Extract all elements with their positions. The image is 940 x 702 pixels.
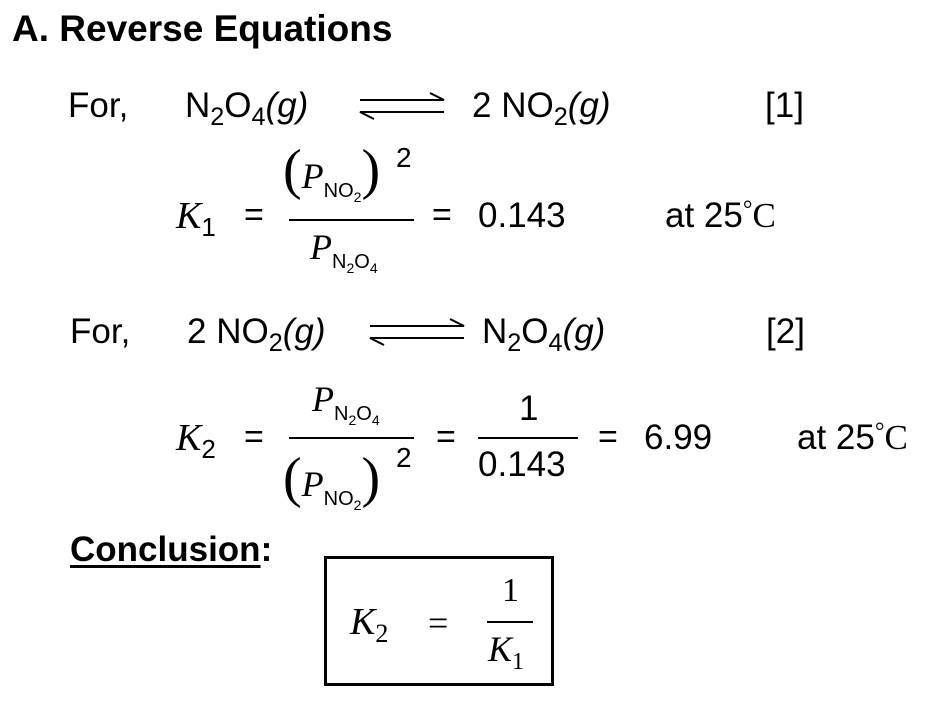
- k2-reciprocal-bar: [478, 437, 578, 439]
- reaction-1-label: [1]: [765, 86, 804, 125]
- k2-denominator-exponent: 2: [396, 442, 412, 473]
- k2-one: 1: [519, 389, 539, 428]
- reaction-1-for: For,: [68, 86, 129, 125]
- k2-numerator: PN2O4: [312, 379, 380, 428]
- k2-reciprocal-denominator: 0.143: [478, 445, 566, 484]
- k1-symbol: K1: [176, 195, 216, 242]
- equilibrium-arrow-1: [359, 92, 445, 120]
- conclusion-box: [324, 556, 554, 686]
- conclusion-label: Conclusion:: [70, 530, 273, 569]
- conclusion-k2: K2: [350, 601, 389, 648]
- k2-fraction-bar: [289, 437, 414, 439]
- conclusion-one: 1: [502, 572, 519, 609]
- k1-numerator: (PNO2): [283, 139, 381, 205]
- k2-temperature: at 25°C: [797, 418, 908, 457]
- k1-numerator-exponent: 2: [396, 142, 412, 173]
- k1-equals: =: [244, 196, 264, 234]
- k1-fraction-bar: [289, 219, 414, 221]
- section-heading: A. Reverse Equations: [12, 8, 393, 49]
- equilibrium-arrow-2: [369, 318, 465, 346]
- k2-equals-2: =: [436, 418, 456, 456]
- k1-denominator: PN2O4: [310, 227, 378, 276]
- k2-value: 6.99: [644, 418, 713, 457]
- k2-denominator: (PNO2): [283, 447, 381, 513]
- reaction-2-for: For,: [70, 312, 131, 351]
- k2-equals-3: =: [598, 418, 618, 456]
- k2-equals: =: [244, 418, 264, 456]
- reaction-1-reactant: N2O4(g): [185, 86, 309, 132]
- reaction-2-product: N2O4(g): [482, 312, 606, 358]
- conclusion-fraction-bar: [487, 621, 533, 623]
- conclusion-k1: K1: [488, 629, 525, 675]
- k2-symbol: K2: [176, 417, 216, 464]
- k1-temperature: at 25°C: [665, 196, 776, 235]
- reaction-2-label: [2]: [766, 312, 805, 351]
- k1-equals-2: =: [432, 196, 452, 234]
- reaction-1-product: 2 NO2(g): [472, 86, 611, 132]
- conclusion-equals: =: [428, 603, 449, 643]
- k1-value: 0.143: [478, 196, 566, 235]
- reaction-2-reactant: 2 NO2(g): [187, 312, 326, 358]
